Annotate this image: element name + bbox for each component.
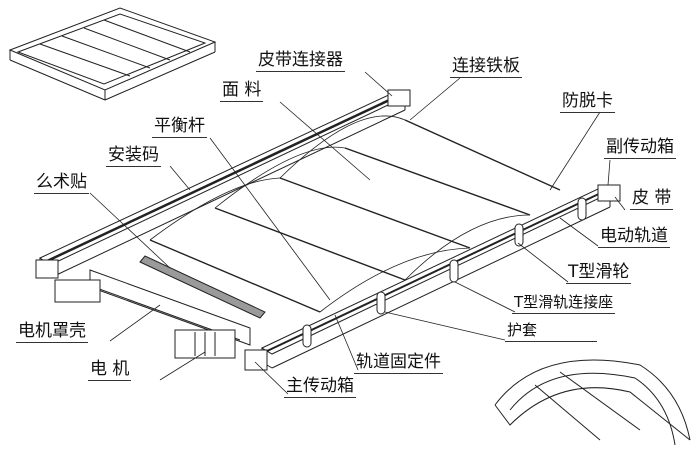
sheath-inset (494, 359, 691, 446)
label-t-rail-connector: T型滑轨连接座 (512, 292, 616, 314)
label-main-gearbox: 主传动箱 (284, 376, 356, 398)
label-balance-bar: 平衡杆 (152, 116, 207, 138)
label-secondary-gearbox: 副传动箱 (604, 137, 676, 159)
leader-lines (89, 71, 626, 395)
label-track-fixture: 轨道固定件 (354, 352, 443, 374)
motor (54, 279, 236, 359)
label-connecting-plate: 连接铁板 (450, 56, 522, 78)
assembled-thumbnail (8, 7, 217, 101)
top-rail (35, 89, 411, 279)
label-fabric: 面 料 (220, 80, 264, 102)
motor-track (244, 184, 621, 371)
label-sheath: 护套 (505, 320, 598, 342)
label-t-pulley: T型滑轮 (566, 262, 632, 284)
label-motor-cover: 电机罩壳 (16, 321, 88, 343)
velcro-strip (139, 255, 266, 319)
t-pulleys (302, 197, 587, 348)
label-belt-connector: 皮带连接器 (256, 50, 345, 72)
fabric (149, 115, 531, 313)
label-velcro: 么术贴 (34, 172, 89, 194)
label-mounting-bracket: 安装码 (106, 145, 161, 167)
label-belt: 皮 带 (630, 188, 674, 210)
label-motor-track: 电动轨道 (598, 226, 670, 248)
label-anti-release-clip: 防脱卡 (560, 91, 615, 113)
balance-bars (149, 119, 561, 313)
label-motor: 电 机 (88, 359, 132, 381)
